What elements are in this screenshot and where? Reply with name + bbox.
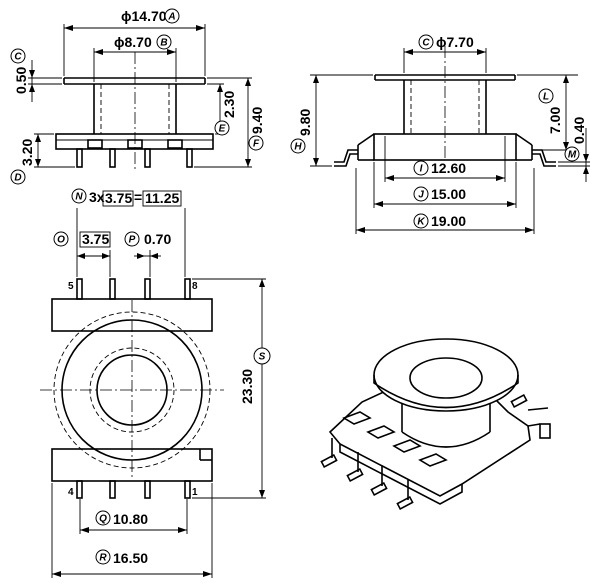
dim-f-value: 9.40 [249, 107, 265, 134]
label-b: B [160, 38, 167, 49]
dim-n-count: 3x [89, 189, 105, 205]
dim-i-value: 12.60 [431, 160, 466, 176]
label-e: E [219, 124, 226, 135]
label-o: O [57, 235, 65, 246]
dim-a-value: 14.70 [132, 8, 167, 24]
dim-n-pitch: 3.75 [105, 190, 132, 206]
dim-o-value: 3.75 [82, 231, 109, 247]
dim-c-phi: ϕ [436, 34, 447, 50]
label-m: M [568, 150, 577, 161]
dim-n-equals: = [134, 189, 142, 205]
label-q: Q [99, 514, 107, 525]
label-a: A [167, 12, 175, 23]
dim-s-value: 23.30 [239, 369, 255, 404]
dim-b-value: 8.70 [125, 34, 152, 50]
dim-q-value: 10.80 [113, 511, 148, 527]
pin-5: 5 [68, 281, 74, 292]
dim-j-value: 15.00 [431, 186, 466, 202]
label-c-front: C [14, 52, 22, 63]
dim-m-value: 0.40 [571, 117, 587, 144]
dim-c-value: 7.70 [447, 34, 474, 50]
label-r: R [99, 553, 107, 564]
label-j: J [418, 190, 424, 201]
dim-n-value: 11.25 [145, 190, 179, 206]
side-view: C ϕ7.70 9.80 H 7.00 L 0.40 M [290, 34, 590, 234]
label-l: L [543, 92, 549, 103]
svg-text:ϕ7.70: ϕ7.70 [436, 34, 474, 50]
dim-t-value: 0.50 [13, 67, 29, 94]
label-s: S [259, 352, 266, 363]
dim-e-value: 2.30 [221, 91, 237, 118]
svg-text:ϕ8.70: ϕ8.70 [114, 34, 152, 50]
dim-b-phi: ϕ [114, 34, 125, 50]
dim-p-value: 0.70 [144, 231, 171, 247]
label-i: I [420, 164, 423, 175]
dim-a-phi: ϕ [121, 8, 132, 24]
label-p: P [129, 235, 136, 246]
label-k: K [417, 217, 425, 228]
label-c-side: C [422, 38, 430, 49]
dim-k-value: 19.00 [431, 213, 466, 229]
front-view: ϕ14.70 A ϕ8.70 B 0.50 C 3.20 D [10, 8, 265, 185]
dim-l-value: 7.00 [547, 107, 563, 134]
isometric-view [320, 338, 551, 511]
dim-h-value: 9.80 [297, 109, 313, 136]
pin-8: 8 [192, 281, 198, 292]
svg-text:ϕ14.70: ϕ14.70 [121, 8, 167, 24]
dim-d-value: 3.20 [19, 139, 35, 166]
label-f: F [253, 139, 260, 150]
label-d: D [14, 173, 21, 184]
label-n: N [75, 192, 83, 203]
pin-4: 4 [68, 487, 74, 498]
bottom-view: 5 8 4 1 N 3x 3.75 = 11.25 O 3.75 P 0.70 [40, 188, 271, 578]
label-h: H [294, 142, 302, 153]
dim-r-value: 16.50 [113, 550, 148, 566]
pin-1: 1 [192, 487, 198, 498]
